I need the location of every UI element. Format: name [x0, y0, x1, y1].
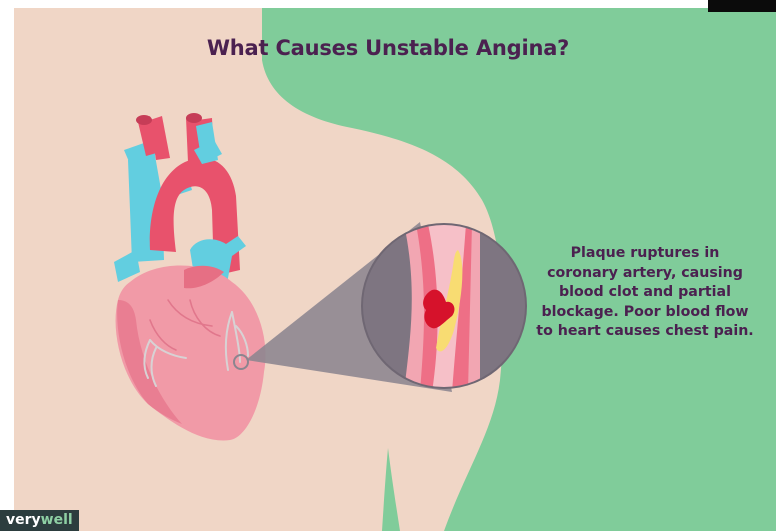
corner-block — [708, 0, 776, 12]
caption-text: Plaque ruptures in coronary artery, caus… — [536, 244, 754, 342]
logo-part-well: well — [41, 512, 73, 528]
logo-part-very: very — [6, 512, 41, 528]
verywell-logo[interactable]: verywell — [0, 510, 79, 531]
page-title: What Causes Unstable Angina? — [0, 36, 776, 60]
